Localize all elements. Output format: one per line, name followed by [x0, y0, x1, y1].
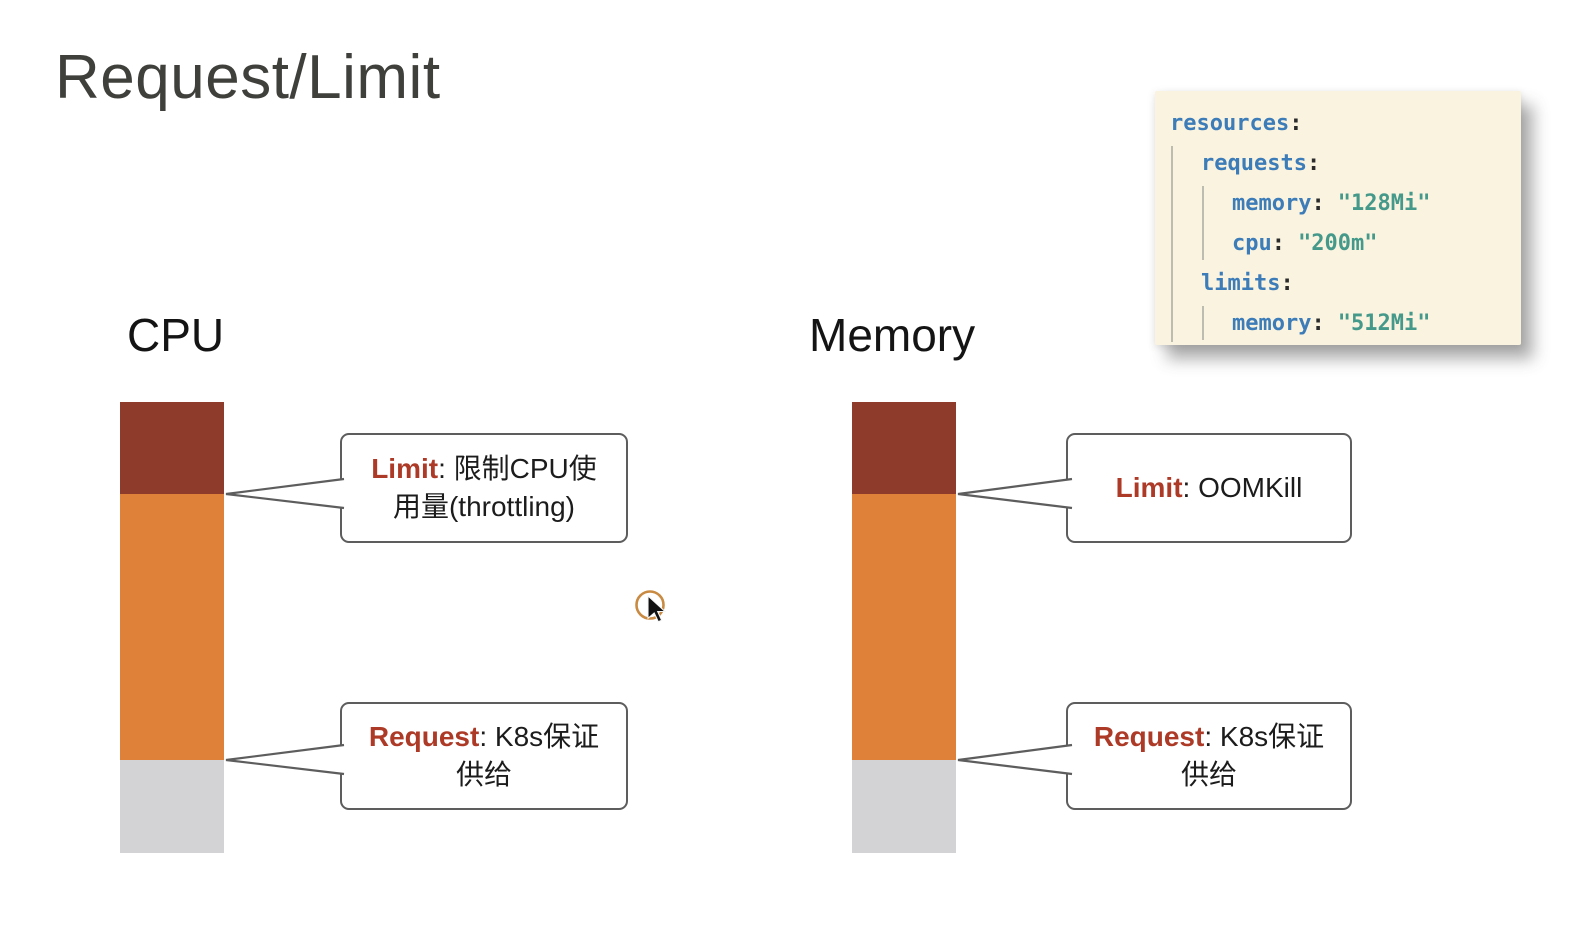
code-line-requests-memory: memory: "128Mi": [1155, 184, 1521, 224]
memory-request-description: : K8s保证供给: [1180, 721, 1325, 790]
cpu-request-connector: [225, 743, 345, 776]
yaml-value: "128Mi": [1337, 191, 1431, 216]
yaml-colon: :: [1306, 151, 1321, 176]
yaml-colon: :: [1271, 231, 1285, 256]
code-line-limits: limits:: [1155, 264, 1521, 304]
yaml-colon: :: [1280, 271, 1294, 296]
indent-guide: [1202, 186, 1204, 260]
cpu-bar-free-segment: [120, 759, 224, 853]
yaml-code-block: resources: requests: memory: "128Mi" cpu:…: [1155, 91, 1521, 345]
code-line-requests-cpu: cpu: "200m": [1155, 224, 1521, 264]
cpu-bar-usage-segment: [120, 494, 224, 760]
cpu-bar: [120, 402, 224, 853]
cpu-limit-callout: Limit: 限制CPU使用量(throttling): [340, 433, 628, 543]
cpu-request-term: Request: [368, 721, 480, 752]
memory-request-callout: Request: K8s保证供给: [1066, 702, 1352, 810]
cpu-limit-term: Limit: [371, 453, 439, 484]
yaml-value: "200m": [1298, 231, 1378, 256]
cpu-request-description: : K8s保证供给: [455, 721, 600, 790]
memory-bar-limit-segment: [852, 402, 956, 494]
memory-bar: [852, 402, 956, 853]
indent-guide: [1202, 306, 1204, 340]
yaml-key: requests: [1201, 151, 1307, 176]
memory-diagram-label: Memory: [809, 309, 976, 361]
code-line-limits-memory: memory: "512Mi": [1155, 304, 1521, 344]
memory-limit-callout: Limit: OOMKill: [1066, 433, 1352, 543]
cursor-arrow-icon: [647, 594, 667, 623]
page-title: Request/Limit: [55, 43, 441, 112]
yaml-value: "512Mi": [1337, 311, 1431, 336]
cpu-limit-description: : 限制CPU使用量(throttling): [392, 453, 597, 522]
memory-request-term: Request: [1093, 721, 1205, 752]
indent-guide: [1171, 146, 1173, 342]
cpu-request-callout-text: Request: K8s保证供给: [361, 718, 607, 794]
mouse-cursor-icon: [635, 590, 667, 623]
memory-limit-description: : OOMKill: [1182, 472, 1303, 503]
yaml-key: limits: [1201, 271, 1281, 296]
yaml-colon: :: [1311, 191, 1325, 216]
cursor-highlight-ring: [635, 590, 665, 620]
memory-limit-term: Limit: [1115, 472, 1183, 503]
memory-bar-free-segment: [852, 759, 956, 853]
yaml-key: memory: [1232, 311, 1312, 336]
yaml-key: cpu: [1232, 231, 1272, 256]
memory-bar-usage-segment: [852, 494, 956, 760]
code-line-requests: requests:: [1155, 144, 1521, 184]
cpu-diagram-label: CPU: [127, 309, 225, 361]
code-line-resources: resources:: [1155, 104, 1521, 144]
cpu-bar-limit-segment: [120, 402, 224, 494]
yaml-key: resources: [1170, 111, 1290, 136]
cpu-limit-callout-text: Limit: 限制CPU使用量(throttling): [361, 450, 607, 526]
memory-request-callout-text: Request: K8s保证供给: [1087, 718, 1331, 794]
yaml-colon: :: [1289, 111, 1303, 136]
yaml-key: memory: [1232, 191, 1312, 216]
cpu-request-callout: Request: K8s保证供给: [340, 702, 628, 810]
memory-request-connector: [957, 743, 1073, 776]
yaml-colon: :: [1311, 311, 1325, 336]
memory-limit-connector: [957, 477, 1073, 510]
memory-limit-callout-text: Limit: OOMKill: [1116, 469, 1303, 507]
cpu-limit-connector: [225, 477, 345, 510]
